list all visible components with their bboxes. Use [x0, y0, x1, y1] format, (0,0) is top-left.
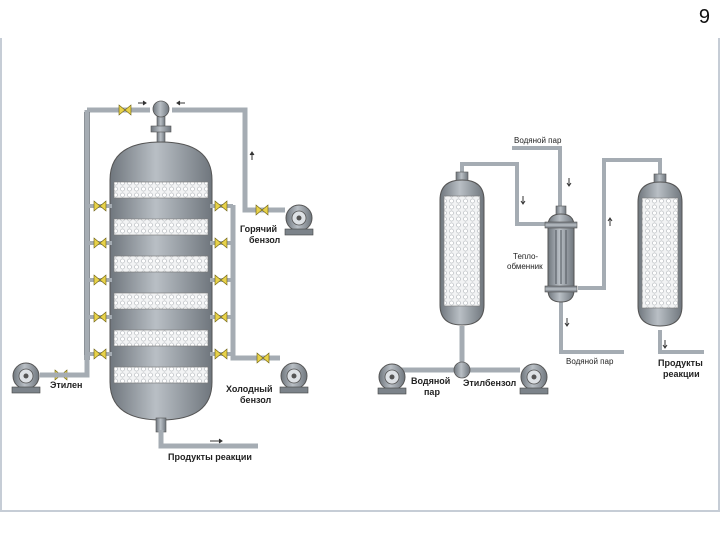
- label-cold-benzene-2: бензол: [240, 395, 272, 405]
- valve-icon[interactable]: [93, 237, 107, 249]
- heat-exchanger: [544, 205, 578, 303]
- label-products-left: Продукты реакции: [168, 452, 252, 462]
- ethylbenzene-pump-icon[interactable]: [519, 363, 549, 395]
- mixing-node: [152, 100, 170, 118]
- label-ethylbenzene: Этилбензол: [463, 378, 516, 388]
- label-steam-input: Водяной: [411, 376, 450, 386]
- valve-icon[interactable]: [93, 200, 107, 212]
- flow-arrows: [138, 100, 255, 444]
- label-products-right-2: реакции: [663, 369, 700, 379]
- reactor-outlet-nozzle: [155, 417, 167, 433]
- label-steam-input-2: пар: [424, 387, 440, 397]
- valve-icon[interactable]: [93, 274, 107, 286]
- valve-icon[interactable]: [214, 237, 228, 249]
- label-heat-exchanger-2: обменник: [507, 262, 543, 271]
- valve-icon[interactable]: [214, 274, 228, 286]
- valve-icon[interactable]: [255, 204, 269, 216]
- steam-out-pipe: [559, 298, 624, 354]
- hot-benzene-pump-icon[interactable]: [284, 204, 314, 236]
- valve-icon[interactable]: [214, 311, 228, 323]
- valve-icon[interactable]: [93, 348, 107, 360]
- steam-pump-icon[interactable]: [377, 363, 407, 395]
- valve-icon[interactable]: [93, 311, 107, 323]
- label-steam-top: Водяной пар: [514, 136, 562, 145]
- reactor-2-vessel: [637, 173, 683, 327]
- reactor1-to-exchanger-pipe: [460, 162, 548, 226]
- label-hot-benzene: Горячий: [240, 224, 277, 234]
- valve-icon[interactable]: [118, 104, 132, 116]
- label-products-right: Продукты: [658, 358, 703, 368]
- label-ethylene: Этилен: [50, 380, 82, 390]
- steam-feed-pipe: [512, 146, 562, 210]
- label-steam-bottom: Водяной пар: [566, 357, 614, 366]
- cold-benzene-pump-icon[interactable]: [279, 362, 309, 394]
- page-number: 9: [698, 6, 710, 28]
- ethylene-inlet-pipe: [40, 355, 90, 378]
- feed-mixing-node: [453, 361, 471, 379]
- flow-arrows-right: [520, 178, 668, 349]
- label-hot-benzene-2: бензол: [249, 235, 281, 245]
- slide-frame: [0, 38, 720, 512]
- valve-icon[interactable]: [256, 352, 270, 364]
- exchanger-to-reactor2-pipe: [578, 158, 662, 290]
- valve-icon[interactable]: [214, 348, 228, 360]
- label-cold-benzene: Холодный: [226, 384, 273, 394]
- valve-icon[interactable]: [214, 200, 228, 212]
- label-heat-exchanger: Тепло-: [513, 252, 538, 261]
- reactor-vessel: [109, 141, 213, 421]
- products-right-pipe: [658, 330, 704, 354]
- ethylene-pump-icon[interactable]: [11, 362, 41, 394]
- products-outlet-pipe: [158, 430, 258, 449]
- reactor-1-vessel: [439, 171, 485, 326]
